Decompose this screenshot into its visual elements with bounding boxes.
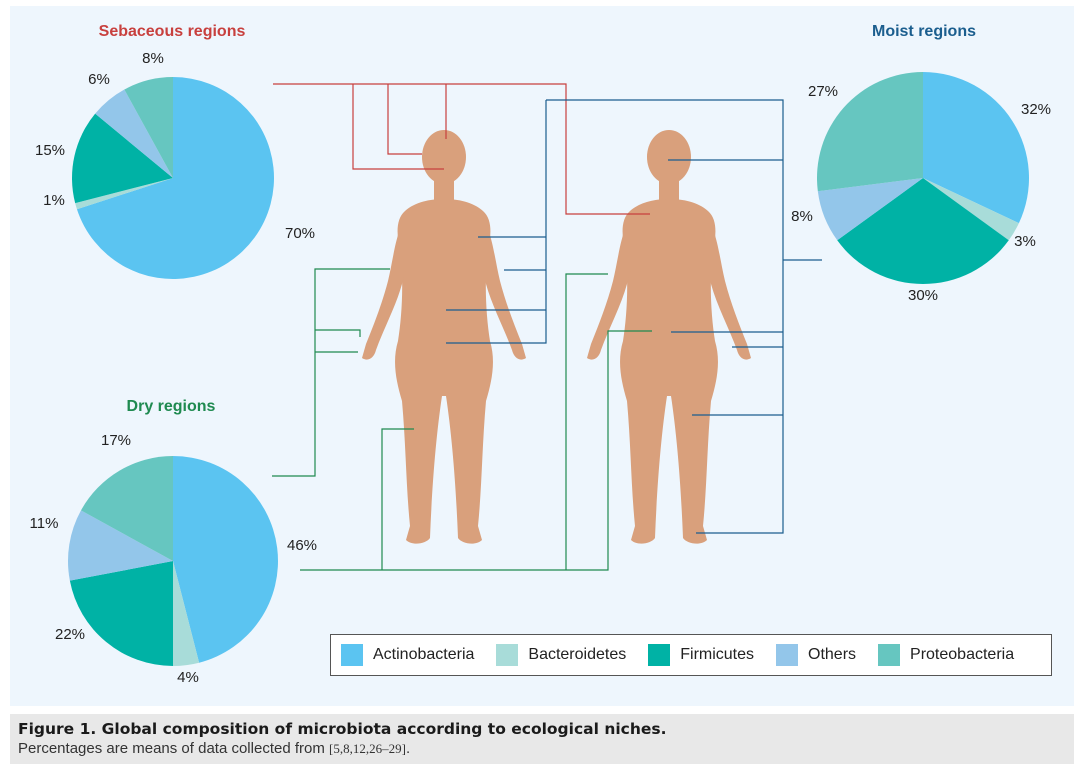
sebaceous-line-back xyxy=(273,83,650,215)
back-right-arm xyxy=(587,216,639,360)
legend-label: Bacteroidetes xyxy=(528,646,627,663)
legend-swatch xyxy=(648,644,671,666)
sebaceous-slice-bacteroidetes xyxy=(75,178,173,210)
front-head xyxy=(422,130,466,184)
back-head xyxy=(647,130,691,184)
dry-line-leg xyxy=(381,428,414,570)
dry-line-forearm xyxy=(315,329,361,337)
moist-label-proteobacteria: 27% xyxy=(808,83,838,100)
figure-panel: 70% 1% 15% 6% 8% Sebaceous regions 32% 3% 30% 8% 2… xyxy=(10,6,1074,706)
legend-item-bacteroidetes: Bacteroidetes xyxy=(496,644,626,666)
dry-line-buttock xyxy=(300,330,652,571)
sebaceous-slice-actinobacteria xyxy=(76,77,274,279)
legend: Actinobacteria Bacteroidetes Firmicutes Oth… xyxy=(330,634,1052,676)
moist-label-firmicutes: 30% xyxy=(908,287,938,304)
dry-slice-bacteroidetes xyxy=(173,561,200,666)
legend-item-firmicutes: Firmicutes xyxy=(648,644,754,666)
legend-label: Proteobacteria xyxy=(910,646,1015,663)
moist-connectors xyxy=(446,99,822,534)
dry-label-actinobacteria: 46% xyxy=(287,537,317,554)
sebaceous-slice-firmicutes xyxy=(72,113,173,204)
sebaceous-label-others: 6% xyxy=(88,71,110,88)
caption-references: [5,8,12,26–29] xyxy=(329,741,406,756)
front-torso-legs xyxy=(395,199,493,544)
caption-text: Percentages are means of data collected … xyxy=(18,739,1066,759)
dry-slice-firmicutes xyxy=(69,561,173,666)
legend-swatch xyxy=(341,644,363,666)
dry-slice-proteobacteria xyxy=(80,456,173,561)
back-torso-legs xyxy=(620,199,718,544)
legend-item-others: Others xyxy=(776,644,856,666)
legend-swatch xyxy=(878,644,901,666)
back-left-arm xyxy=(699,216,751,360)
moist-label-actinobacteria: 32% xyxy=(1021,101,1051,118)
moist-front-groin xyxy=(446,100,547,344)
sebaceous-label-firmicutes: 15% xyxy=(35,142,65,159)
dry-label-firmicutes: 22% xyxy=(55,626,85,643)
moist-slice-proteobacteria xyxy=(817,72,923,192)
legend-swatch xyxy=(776,644,799,666)
dry-pie-chart: 46% 4% 22% 11% 17% Dry regions xyxy=(30,398,317,686)
body-front-figure xyxy=(362,130,526,544)
legend-label: Actinobacteria xyxy=(373,646,475,663)
dry-line-arm xyxy=(272,268,390,477)
moist-pie-chart: 32% 3% 30% 8% 27% Moist regions xyxy=(791,23,1051,304)
legend-item-actinobacteria: Actinobacteria xyxy=(341,644,474,666)
dry-title: Dry regions xyxy=(127,398,216,415)
dry-label-bacteroidetes: 4% xyxy=(177,669,199,686)
sebaceous-slice-others xyxy=(95,89,173,178)
front-neck xyxy=(434,178,454,202)
dry-slice-actinobacteria xyxy=(173,456,278,663)
sebaceous-connectors xyxy=(273,83,650,215)
dry-line-back-arm xyxy=(565,273,608,570)
moist-slice-firmicutes xyxy=(837,178,1009,285)
body-back-figure xyxy=(587,130,751,544)
moist-label-others: 8% xyxy=(791,208,813,225)
pie-charts: 70% 1% 15% 6% 8% Sebaceous regions 32% 3% 30% 8% 2… xyxy=(30,23,1051,686)
back-neck xyxy=(659,178,679,202)
moist-title: Moist regions xyxy=(872,23,976,40)
sebaceous-line-forehead xyxy=(387,84,422,155)
diagram-canvas: 70% 1% 15% 6% 8% Sebaceous regions 32% 3% 30% 8% 2… xyxy=(30,23,1051,686)
sebaceous-title: Sebaceous regions xyxy=(99,23,246,40)
moist-slice-actinobacteria xyxy=(923,72,1029,224)
sebaceous-label-proteobacteria: 8% xyxy=(142,50,164,67)
dry-slice-others xyxy=(68,510,173,581)
moist-label-bacteroidetes: 3% xyxy=(1014,233,1036,250)
caption-body: Percentages are means of data collected … xyxy=(18,740,330,757)
legend-swatch xyxy=(496,644,519,666)
sebaceous-label-bacteroidetes: 1% xyxy=(43,192,65,209)
legend-label: Others xyxy=(808,646,857,663)
sebaceous-slice-proteobacteria xyxy=(124,77,173,178)
dry-connectors xyxy=(272,268,652,571)
front-right-arm xyxy=(362,216,414,360)
sebaceous-pie-chart: 70% 1% 15% 6% 8% Sebaceous regions xyxy=(35,23,315,279)
moist-slice-bacteroidetes xyxy=(923,178,1019,241)
dry-label-proteobacteria: 17% xyxy=(101,432,131,449)
figure-caption: Figure 1. Global composition of microbio… xyxy=(10,714,1074,764)
moist-main-line xyxy=(546,99,784,534)
caption-end: . xyxy=(405,740,411,757)
dry-label-others: 11% xyxy=(30,515,59,532)
moist-slice-others xyxy=(817,178,923,241)
legend-label: Firmicutes xyxy=(680,646,755,663)
sebaceous-line-face xyxy=(352,84,444,170)
sebaceous-label-actinobacteria: 70% xyxy=(285,225,315,242)
front-left-arm xyxy=(474,216,526,360)
legend-item-proteobacteria: Proteobacteria xyxy=(878,644,1014,666)
caption-title: Figure 1. Global composition of microbio… xyxy=(18,720,667,738)
